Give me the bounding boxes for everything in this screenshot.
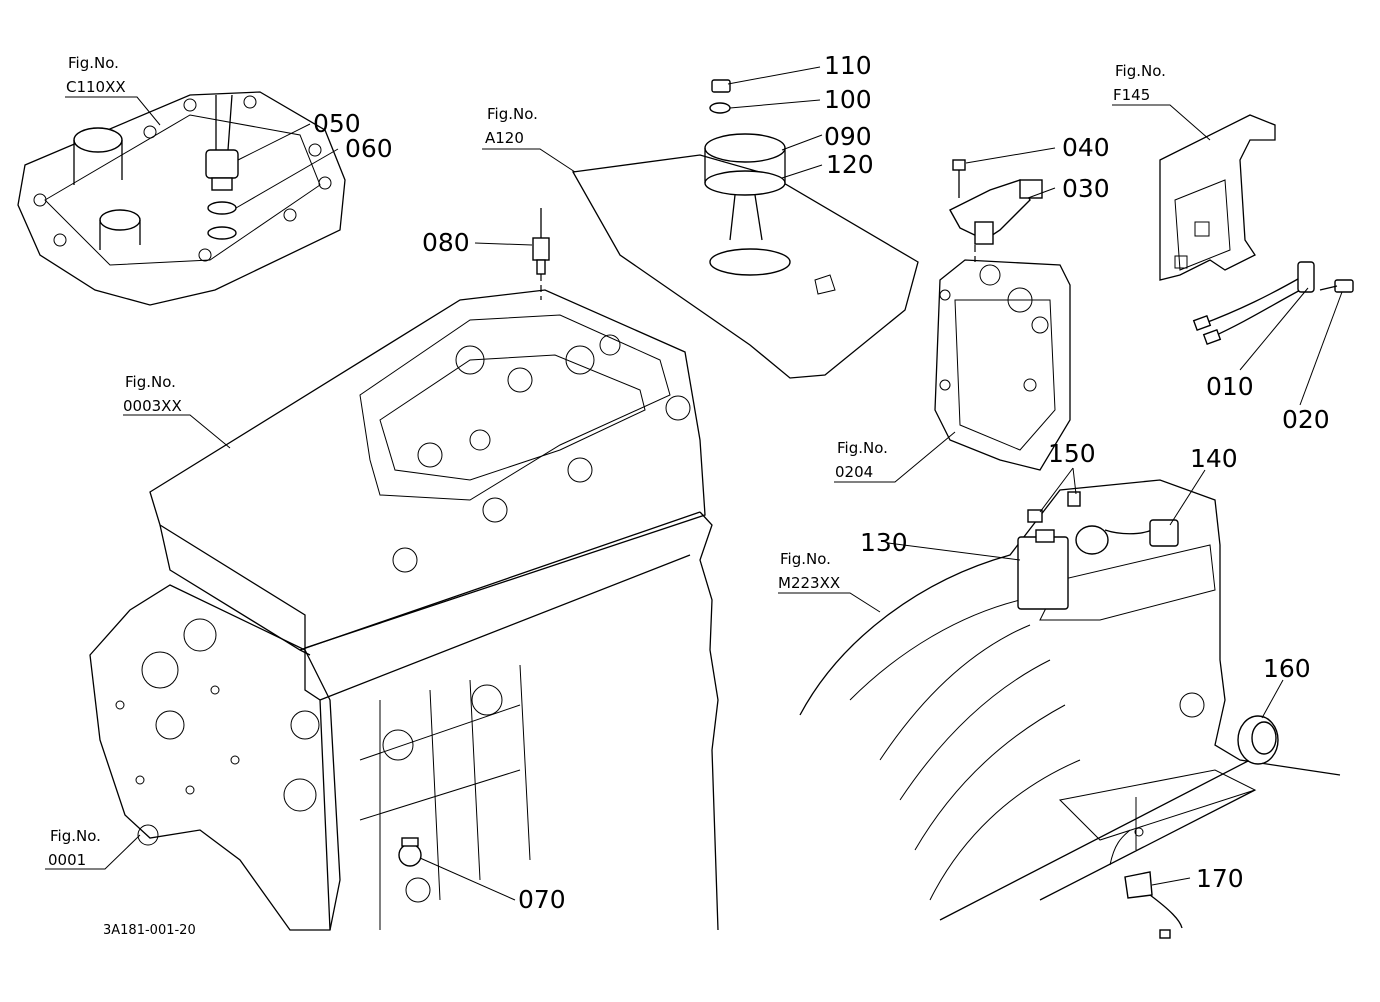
fig-ref-code: 0204	[835, 463, 873, 481]
callout-170: 170	[1196, 864, 1244, 893]
callout-010: 010	[1206, 372, 1254, 401]
callout-040: 040	[1062, 133, 1110, 162]
figure-ref-c110xx: Fig.No. C110XX	[66, 54, 126, 96]
fig-ref-prefix: Fig.No.	[68, 54, 119, 72]
callout-070: 070	[518, 885, 566, 914]
callout-150: 150	[1048, 439, 1096, 468]
cover-plate-drawing	[17, 91, 346, 306]
callout-110: 110	[824, 51, 872, 80]
engine-block-drawing	[89, 289, 719, 931]
fuel-tank-drawing	[571, 79, 919, 379]
fig-ref-code: 0001	[48, 851, 86, 869]
fig-ref-prefix: Fig.No.	[837, 439, 888, 457]
leader-lines	[45, 66, 1343, 901]
figure-ref-m223xx: Fig.No. M223XX	[778, 550, 840, 592]
callout-090: 090	[824, 122, 872, 151]
figure-ref-a120: Fig.No. A120	[485, 105, 538, 147]
callout-020: 020	[1282, 405, 1330, 434]
callout-labels: 110 100 090 120 050 060 080 040 030 010 …	[313, 51, 1330, 914]
figure-ref-f145: Fig.No. F145	[1113, 62, 1166, 104]
callout-060: 060	[345, 134, 393, 163]
callout-120: 120	[826, 150, 874, 179]
fig-ref-code: C110XX	[66, 78, 126, 96]
callout-050: 050	[313, 109, 361, 138]
fig-ref-prefix: Fig.No.	[50, 827, 101, 845]
gear-case-drawing	[934, 159, 1071, 471]
callout-030: 030	[1062, 174, 1110, 203]
drawing-code: 3A181-001-20	[103, 923, 196, 938]
fig-ref-prefix: Fig.No.	[125, 373, 176, 391]
fig-ref-prefix: Fig.No.	[487, 105, 538, 123]
callout-160: 160	[1263, 654, 1311, 683]
fig-ref-code: F145	[1113, 86, 1150, 104]
glow-plug-drawing	[532, 208, 550, 300]
fig-ref-code: M223XX	[778, 574, 840, 592]
bracket-drawing	[1159, 114, 1354, 345]
callout-140: 140	[1190, 444, 1238, 473]
fig-ref-code: 0003XX	[123, 397, 182, 415]
callout-130: 130	[860, 528, 908, 557]
fig-ref-prefix: Fig.No.	[780, 550, 831, 568]
figure-ref-0204: Fig.No. 0204	[835, 439, 888, 481]
callout-100: 100	[824, 85, 872, 114]
figure-ref-0003xx: Fig.No. 0003XX	[123, 373, 182, 415]
fig-ref-code: A120	[485, 129, 524, 147]
callout-080: 080	[422, 228, 470, 257]
figure-ref-0001: Fig.No. 0001	[48, 827, 101, 869]
fig-ref-prefix: Fig.No.	[1115, 62, 1166, 80]
flywheel-housing-drawing	[799, 479, 1341, 939]
